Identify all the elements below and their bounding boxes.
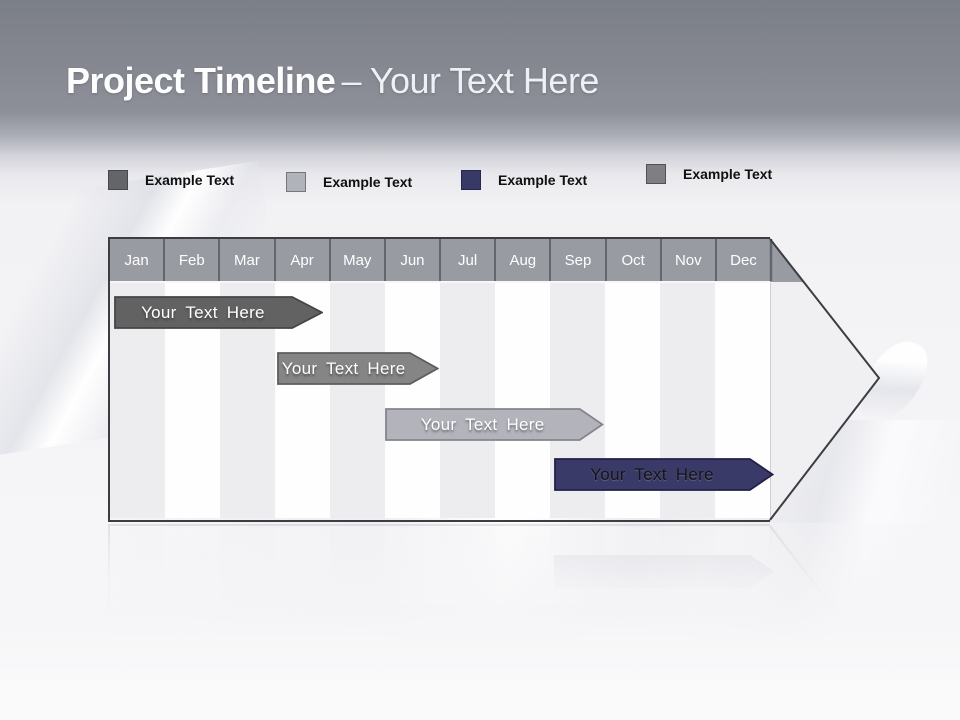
month-header-sep: Sep bbox=[549, 239, 605, 281]
month-header-jul: Jul bbox=[439, 239, 495, 281]
legend-item-2[interactable]: Example Text bbox=[286, 172, 412, 192]
legend-label[interactable]: Example Text bbox=[145, 172, 235, 188]
title-text[interactable]: Project Timeline bbox=[66, 60, 336, 101]
month-header-jun: Jun bbox=[383, 239, 440, 281]
legend-label[interactable]: Example Text bbox=[498, 172, 588, 188]
legend-item-3[interactable]: Example Text bbox=[461, 170, 587, 190]
legend-item-1[interactable]: Example Text bbox=[108, 170, 234, 190]
legend-label[interactable]: Example Text bbox=[323, 174, 413, 190]
month-header-may: May bbox=[328, 239, 384, 281]
month-header-oct: Oct bbox=[604, 239, 660, 281]
legend-label[interactable]: Example Text bbox=[683, 166, 773, 182]
legend-item-4[interactable]: Example Text bbox=[646, 164, 772, 184]
slide-title[interactable]: Project Timeline– Your Text Here bbox=[66, 60, 599, 101]
legend-swatch[interactable] bbox=[646, 164, 666, 184]
title-placeholder-text[interactable]: – Your Text Here bbox=[341, 60, 599, 101]
month-header-aug: Aug bbox=[494, 239, 550, 281]
legend-swatch[interactable] bbox=[461, 170, 481, 190]
month-header-nov: Nov bbox=[659, 239, 715, 281]
month-header-dec: Dec bbox=[714, 239, 771, 281]
legend-swatch[interactable] bbox=[286, 172, 306, 192]
legend-swatch[interactable] bbox=[108, 170, 128, 190]
